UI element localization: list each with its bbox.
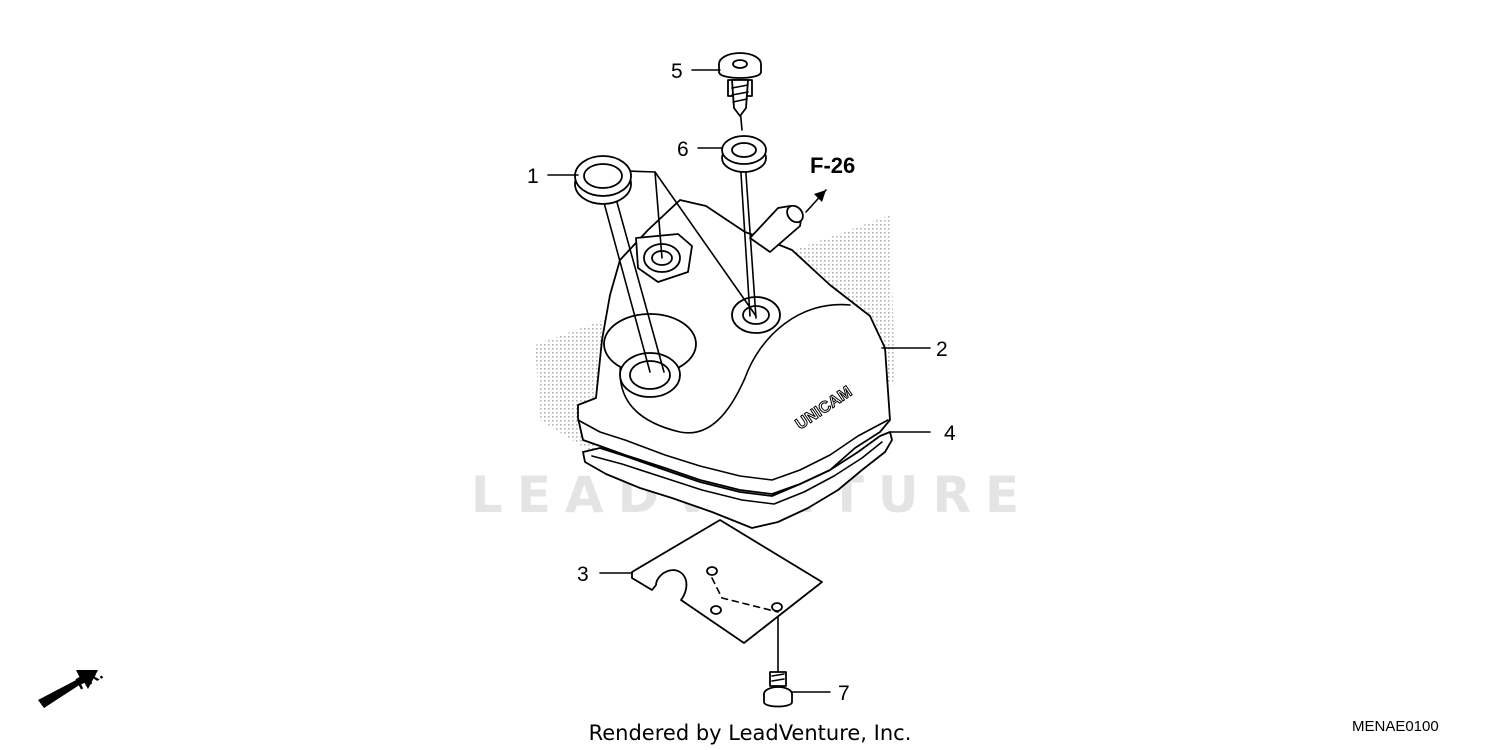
footer-credit: Rendered by LeadVenture, Inc. [589,721,912,745]
breather-nipple-end [786,204,804,224]
callout-7[interactable]: 7 [838,682,850,705]
oil-seal-part [574,155,632,205]
callout-1[interactable]: 1 [527,165,539,188]
cylinder-head-cover-part: UNICAM [577,199,891,495]
bolt-part [718,52,762,117]
callout-5[interactable]: 5 [671,60,683,83]
diagram-code: MENAE0100 [1352,718,1439,735]
gasket-part [582,431,893,529]
cover-flange-line [577,419,889,481]
flange-bolt-part [763,671,793,708]
plate-part [631,519,823,644]
callout-2[interactable]: 2 [936,338,948,361]
callout-3[interactable]: 3 [577,563,589,586]
callout-6[interactable]: 6 [677,138,689,161]
leader-lines [595,107,779,679]
callout-4[interactable]: 4 [944,422,956,445]
reference-label: F-26 [810,153,855,178]
cover-ridge-line [619,303,851,434]
washer-part [721,135,767,173]
arrow-head-icon [814,190,826,202]
callout-leaders [547,69,931,693]
reference-f26[interactable]: F-26 [805,153,855,213]
front-indicator: FR. [38,664,106,708]
front-arrow-icon [38,670,98,708]
front-label: FR. [73,664,106,694]
gasket-inner-line [591,441,883,505]
large-plug-hole-inner [629,360,671,390]
